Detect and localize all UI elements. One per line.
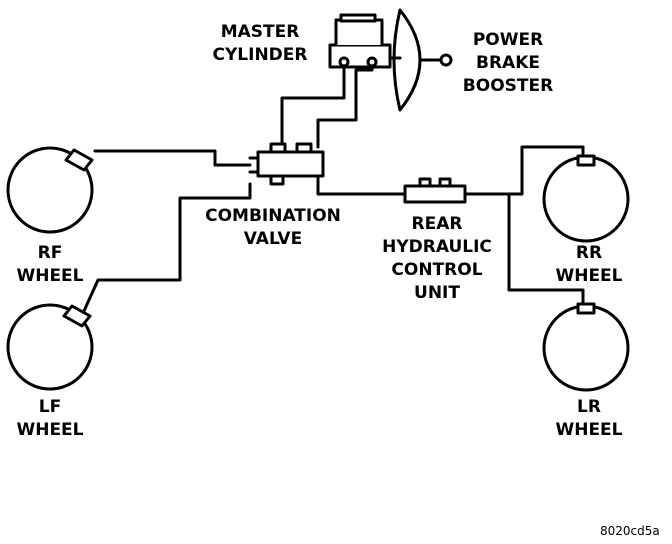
brake-line-master-primary — [276, 62, 346, 155]
rhcu-fitting-1 — [418, 177, 432, 188]
brake-line-lr — [507, 192, 585, 307]
master-cylinder-label: MASTER CYLINDER — [200, 21, 320, 67]
combination-valve-side — [248, 156, 260, 174]
lr-wheel-label: LR WHEEL — [539, 396, 639, 442]
rhcu-label: REAR HYDRAULIC CONTROL UNIT — [362, 213, 512, 305]
lf-wheel — [6, 303, 94, 391]
lr-wheel — [542, 304, 630, 392]
rhcu-label-line-4: UNIT — [414, 283, 460, 303]
booster-shell — [392, 8, 422, 112]
rr-wheel-label-line-1: RR — [575, 243, 603, 263]
rr-caliper — [576, 154, 596, 167]
master-cylinder-reservoir — [334, 18, 384, 47]
rhcu-label-line-3: CONTROL — [391, 260, 483, 280]
rf-wheel — [6, 146, 94, 234]
lr-caliper — [576, 302, 596, 315]
master-cylinder-port-right — [366, 56, 378, 68]
rf-wheel-label: RF WHEEL — [0, 242, 100, 288]
brake-line-to-rhcu — [316, 173, 407, 196]
lf-wheel-label-line-1: LF — [38, 397, 62, 417]
wheels — [6, 146, 630, 392]
brake-line-master-secondary — [316, 62, 374, 149]
master-cylinder — [328, 13, 392, 69]
power-brake-booster-label-line-1: POWER — [472, 30, 544, 50]
rhcu-label-line-1: REAR — [411, 214, 463, 234]
rf-wheel-label-line-2: WHEEL — [16, 266, 84, 286]
rr-wheel — [542, 155, 630, 243]
combination-valve-label-line-1: COMBINATION — [205, 206, 341, 226]
lf-wheel-label-line-2: WHEEL — [16, 420, 84, 440]
rhcu-label-line-2: HYDRAULIC — [382, 237, 492, 257]
combination-valve — [248, 142, 325, 186]
rear-hydraulic-control-unit — [403, 177, 467, 204]
rr-wheel-label: RR WHEEL — [539, 242, 639, 288]
brake-line-from-rhcu — [464, 145, 585, 196]
power-brake-booster-label-line-3: BOOSTER — [462, 76, 554, 96]
master-cylinder-cap — [339, 13, 377, 23]
master-cylinder-label-line-1: MASTER — [220, 22, 300, 42]
brake-lines — [82, 62, 585, 313]
lr-wheel-label-line-2: WHEEL — [555, 420, 623, 440]
rf-caliper — [64, 148, 94, 172]
rr-wheel-label-line-2: WHEEL — [555, 266, 623, 286]
brake-line-rf — [93, 149, 252, 167]
combination-valve-fitting-1 — [269, 142, 287, 154]
lr-wheel-label-line-1: LR — [577, 397, 601, 417]
power-brake-booster-label: POWER BRAKE BOOSTER — [448, 29, 568, 98]
power-brake-booster-label-line-2: BRAKE — [476, 53, 540, 73]
lf-wheel-label: LF WHEEL — [0, 396, 100, 442]
figure-id: 8020cd5a — [600, 524, 660, 538]
booster-clevis — [439, 53, 453, 67]
master-cylinder-label-line-2: CYLINDER — [212, 45, 308, 65]
combination-valve-label-line-2: VALVE — [243, 229, 303, 249]
combination-valve-body — [256, 150, 325, 178]
rhcu-fitting-2 — [438, 177, 452, 188]
combination-valve-label: COMBINATION VALVE — [188, 205, 358, 251]
lf-caliper — [62, 304, 92, 328]
rf-wheel-label-line-1: RF — [37, 243, 63, 263]
power-brake-booster — [388, 8, 453, 112]
brake-line-lf — [82, 182, 252, 313]
master-cylinder-port-left — [338, 56, 350, 68]
combination-valve-fitting-3 — [269, 174, 285, 186]
combination-valve-fitting-2 — [295, 142, 313, 154]
rhcu-body — [403, 184, 467, 204]
